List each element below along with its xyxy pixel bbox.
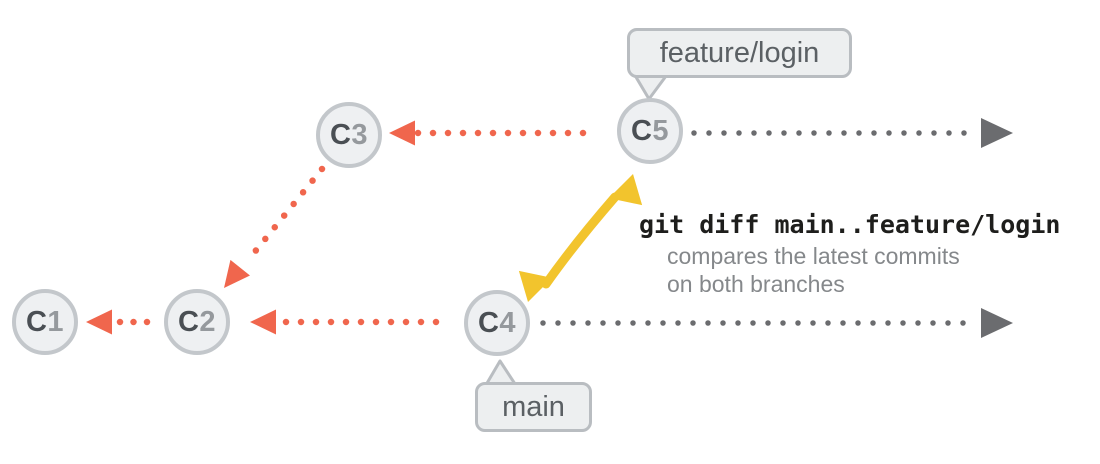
commit-label: C: [25, 305, 48, 338]
arrowhead-into-c3: [389, 120, 415, 146]
commit-label: C: [177, 305, 200, 338]
branch-label-text: main: [502, 390, 565, 423]
commit-label: C: [477, 306, 500, 339]
diff-double-arrow-shaft: [541, 192, 620, 289]
arrowhead-main-timeline: [981, 308, 1013, 338]
edge-c3-to-c2-diagonal: [245, 165, 326, 263]
branch-label-feature-login: feature/login: [627, 28, 852, 78]
diff-arrowhead-top: [608, 174, 643, 206]
commit-label: C: [329, 118, 352, 151]
description-line-1: compares the latest commits: [667, 243, 960, 269]
arrowhead-feature-timeline: [981, 118, 1013, 148]
description-line-2: on both branches: [667, 271, 845, 297]
branch-label-text: feature/login: [659, 36, 820, 69]
arrowhead-into-c2-diagonal: [224, 259, 250, 288]
arrowhead-into-c2: [250, 309, 276, 335]
arrowhead-into-c1: [86, 309, 112, 335]
diff-arrowhead-bottom: [518, 270, 553, 302]
branch-label-main: main: [475, 382, 592, 432]
git-diff-command-text: git diff main..feature/login: [639, 210, 1061, 239]
commit-label: C: [630, 114, 653, 147]
command-description: compares the latest commits on both bran…: [667, 242, 960, 298]
